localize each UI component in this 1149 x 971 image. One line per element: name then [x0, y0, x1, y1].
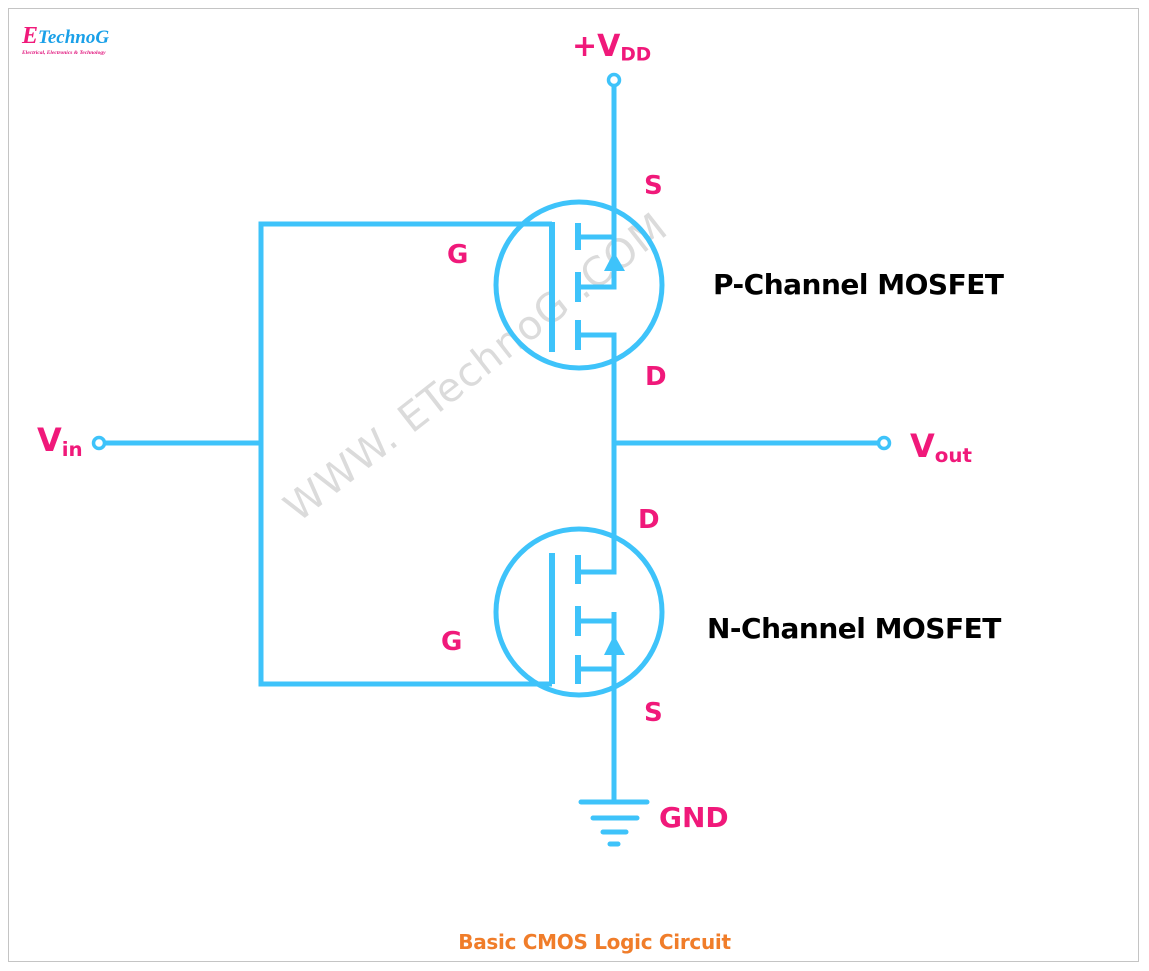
nmos-title: N-Channel MOSFET — [707, 612, 1001, 645]
logo-initial: E — [22, 23, 39, 49]
vin-label-subscript: in — [61, 437, 83, 461]
figure-caption: Basic CMOS Logic Circuit — [458, 930, 731, 954]
vdd-label-main: +V — [572, 29, 621, 64]
vdd-label: +VDD — [572, 32, 651, 65]
nmos-drain-label: D — [638, 505, 660, 535]
nmos-symbol — [493, 526, 665, 698]
nmos-arrow-icon — [604, 635, 625, 655]
pmos-symbol — [493, 199, 665, 371]
pmos-source-label: S — [644, 171, 663, 201]
logo-tagline: Electrical, Electronics & Technology — [22, 50, 106, 56]
vin-label-main: V — [37, 421, 62, 459]
pmos-drain-label: D — [645, 362, 667, 392]
nmos-body-lead — [580, 618, 617, 636]
nmos-source-lead — [580, 654, 617, 672]
nmos-circle — [493, 526, 665, 698]
nmos-drain-lead — [580, 566, 617, 575]
vout-terminal — [876, 435, 892, 451]
etechnog-logo: ETechnoG Electrical, Electronics & Techn… — [22, 24, 109, 56]
nmos-gate-label: G — [441, 627, 463, 657]
pmos-body-lead — [580, 270, 617, 290]
vout-label-subscript: out — [934, 443, 972, 467]
vin-label: Vin — [37, 424, 83, 460]
pmos-arrow-icon — [604, 252, 625, 271]
logo-name: TechnoG — [38, 27, 110, 48]
logo-wordmark: ETechnoG — [22, 24, 109, 48]
vdd-label-subscript: DD — [620, 44, 652, 66]
nmos-source-label: S — [644, 698, 663, 728]
vin-terminal — [91, 435, 107, 451]
ground-icon — [578, 799, 650, 847]
diagram-border — [8, 8, 1139, 962]
pmos-gate-label: G — [447, 240, 469, 270]
vout-label-main: V — [910, 427, 935, 465]
pmos-title: P-Channel MOSFET — [713, 268, 1004, 301]
pmos-circle — [493, 199, 665, 371]
vdd-terminal — [606, 72, 622, 88]
pmos-drain-lead — [580, 332, 617, 340]
vout-label: Vout — [910, 430, 972, 466]
pmos-source-lead — [580, 234, 617, 254]
gate-connection-wire — [258, 221, 552, 687]
gnd-label: GND — [659, 801, 729, 834]
